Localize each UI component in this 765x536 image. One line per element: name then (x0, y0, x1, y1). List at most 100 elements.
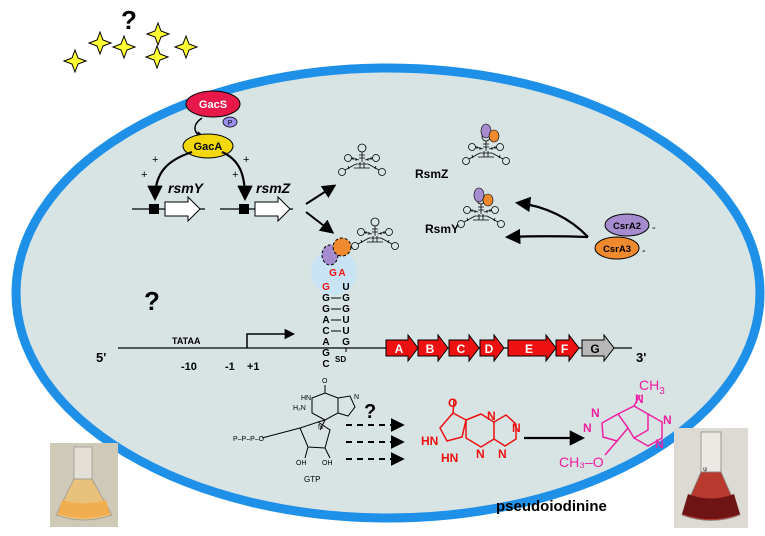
gaca-protein (182, 133, 234, 159)
hairpin-structure: G A G U G G A C A G C G G U U G (322, 268, 350, 370)
flask-photo-right: ψ (674, 428, 748, 528)
gtp-phosphates: P–P–P–O (233, 436, 265, 443)
stem-base: G (322, 293, 330, 304)
stem-base: G (342, 293, 350, 304)
stem-base: U (342, 326, 349, 337)
gene-label-g: G (590, 342, 599, 356)
csra2-minus: - (652, 222, 656, 234)
svg-text:O: O (322, 378, 328, 385)
gacs-protein (185, 90, 241, 118)
gene-label-b: B (426, 342, 435, 356)
stem-base: C (322, 326, 329, 337)
svg-text:HN: HN (301, 395, 311, 402)
csra-bound-orange (482, 193, 494, 207)
stem-base: A (322, 337, 329, 348)
gene-label-a: A (395, 342, 404, 356)
sd-label: SD (335, 355, 346, 364)
gtp-label: GTP (304, 475, 320, 484)
intermediate-labels: O HN HN N N N N (421, 396, 521, 465)
gtp-labels: O H₂N HN N N OH OH (293, 378, 359, 467)
activation-arrow-rsmz (221, 150, 253, 202)
svg-text:N: N (498, 447, 507, 461)
stem-base: G (322, 304, 330, 315)
gene-arrow-g (581, 333, 615, 363)
rsmz-promoter-box (239, 204, 249, 214)
gtp-molecule (261, 385, 356, 459)
gene-arrow-e (507, 333, 557, 363)
stem-base: C (322, 359, 329, 370)
activation-arrow-rsmy (147, 150, 193, 202)
svg-text:O: O (448, 396, 457, 410)
svg-text:N: N (476, 447, 485, 461)
stem-base: A (322, 315, 329, 326)
phosphate-circle (222, 116, 238, 128)
star-icon (174, 35, 198, 59)
svg-text:ψ: ψ (703, 467, 707, 473)
svg-text:N: N (512, 421, 521, 435)
transcription-start-arrow (246, 328, 296, 348)
operon: A B C D E F G (385, 333, 615, 363)
svg-text:N: N (655, 437, 664, 451)
gene-label-c: C (457, 342, 466, 356)
product-name: pseudoiodinine (496, 498, 607, 515)
plus-sign: + (141, 169, 147, 181)
three-prime: 3' (636, 350, 646, 365)
rsmz-label: rsmZ (256, 180, 291, 196)
star-icon (63, 49, 87, 73)
gene-arrow-a (385, 333, 419, 363)
minus1-label: -1 (225, 361, 235, 373)
gene-arrow-f (555, 333, 580, 363)
rsmy-label: rsmY (168, 180, 205, 196)
csra-bound-purple (473, 187, 485, 203)
gene-arrow-c (448, 333, 480, 363)
plus-sign: + (152, 154, 158, 166)
svg-text:N: N (318, 424, 323, 431)
gene-label-e: E (525, 342, 533, 356)
svg-text:HN: HN (421, 434, 438, 448)
svg-text:N: N (635, 392, 644, 406)
minus10-label: -10 (181, 361, 197, 373)
svg-text:HN: HN (441, 451, 458, 465)
sequestration-arrow-rsmy (504, 228, 589, 245)
csra2-protein (604, 213, 650, 237)
gene-label-f: F (561, 342, 568, 356)
transcription-arrow-up (305, 184, 337, 205)
star-icon (145, 45, 169, 69)
csra3-protein (594, 236, 640, 260)
svg-text:OH: OH (322, 460, 333, 467)
svg-text:H₂N: H₂N (293, 405, 306, 412)
gene-arrow-b (417, 333, 449, 363)
loop-base: G (322, 282, 330, 293)
plus1-label: +1 (247, 361, 260, 373)
csra3-label: CsrA3 (603, 244, 631, 255)
gene-label-d: D (485, 342, 494, 356)
gene-arrow-d (479, 333, 505, 363)
intermediate-molecule (439, 399, 517, 448)
plus-sign: + (243, 154, 249, 166)
svg-text:N: N (487, 409, 496, 423)
hairpin-loop-highlight (311, 249, 357, 295)
rsmy-promoter-box (149, 204, 159, 214)
sequestration-arrow-rsmz (514, 196, 589, 238)
pseudoiodinine-labels: N N N N N (583, 392, 672, 451)
pseudoiodinine-molecule (601, 394, 663, 456)
svg-text:OH: OH (296, 460, 307, 467)
svg-text:N: N (583, 421, 592, 435)
loop-base: U (342, 282, 349, 293)
gaca-label: GacA (194, 141, 223, 153)
plus-sign: + (232, 169, 238, 181)
tataa-label: TATAA (172, 336, 201, 346)
cell-membrane (11, 63, 765, 523)
rsmy-gene-arrow (164, 195, 201, 223)
star-icon (88, 31, 112, 55)
svg-text:N: N (591, 406, 600, 420)
hairpin-csra-orange (332, 237, 352, 257)
question-mark-top: ? (121, 5, 137, 35)
stem-base: U (342, 315, 349, 326)
stem-base: G (322, 348, 330, 359)
five-prime: 5' (96, 350, 106, 365)
loop-base: A (338, 268, 345, 279)
stem-base: G (342, 304, 350, 315)
csra2-label: CsrA2 (613, 221, 641, 232)
